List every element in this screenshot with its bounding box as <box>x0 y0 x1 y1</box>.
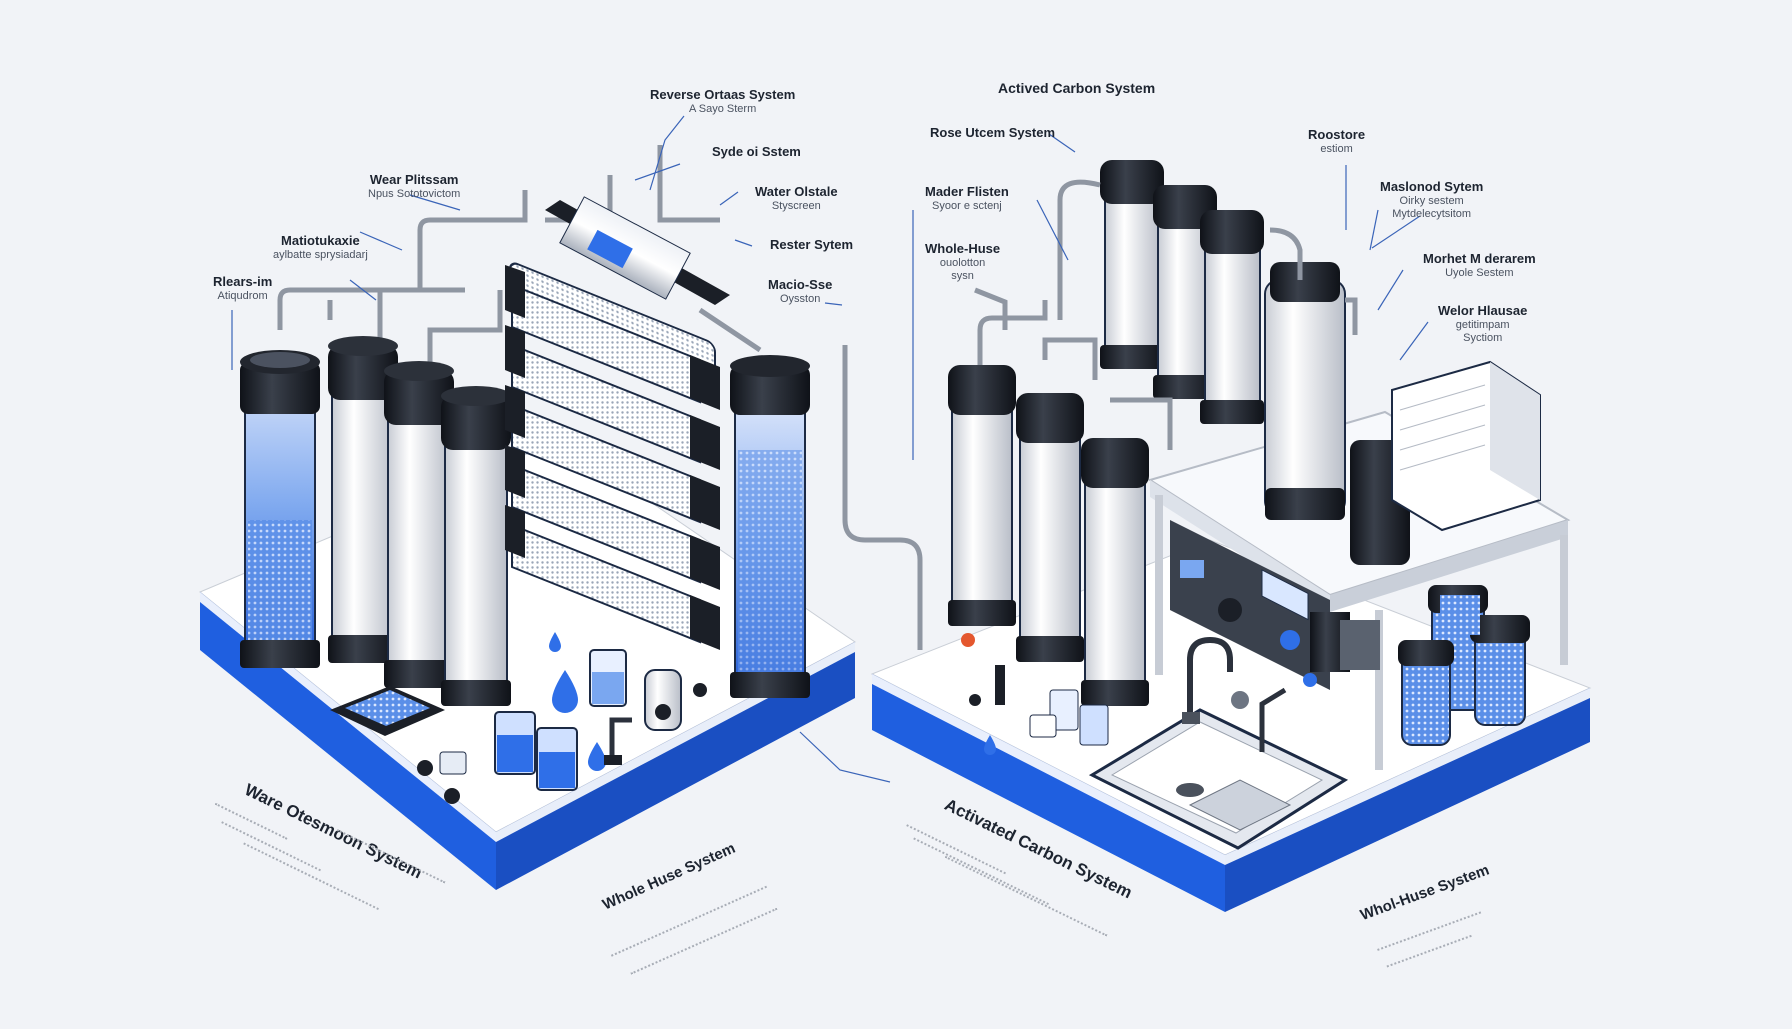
pipe-icon <box>961 633 1005 706</box>
storage-tank <box>1264 262 1346 520</box>
label-subtitle: ouolotton <box>939 256 986 269</box>
filter-cartridge-icon <box>1081 438 1149 706</box>
label-reverse-osmosis: Reverse Ortaas System A Sayo Sterm <box>650 87 796 116</box>
label-title: Mader Flisten <box>925 184 1009 199</box>
glass-icon <box>494 711 536 775</box>
ro-cartridge-1 <box>505 265 720 410</box>
label-title: Matiotukaxie <box>281 233 360 248</box>
filter-cartridge-icon <box>1398 640 1454 746</box>
ro-cartridge-4 <box>505 445 720 590</box>
filter-cartridge-icon <box>240 350 320 668</box>
label-title: Wear Plitssam <box>369 172 459 187</box>
valve-knob <box>417 760 433 776</box>
valve-knob <box>1231 691 1249 709</box>
label-title: Morhet M derarem <box>1423 251 1536 266</box>
label-subtitle-2: Syctiom <box>1463 331 1503 344</box>
label-title: Welor Hlausae <box>1438 303 1528 318</box>
label-subtitle-2: Mytdelecytsitom <box>1392 207 1472 220</box>
ro-cartridge-5 <box>505 505 720 650</box>
label-subtitle: A Sayo Sterm <box>689 102 757 115</box>
label-title: Roostore <box>1308 127 1366 142</box>
label-macio-sse: Macio-Sse Oysston <box>768 277 833 306</box>
label-maslonod: Maslonod Sytem Oirky sestem Mytdelecytsi… <box>1380 179 1484 220</box>
label-subtitle: Styscreen <box>771 199 821 212</box>
filter-cartridge-icon <box>328 336 398 663</box>
gauge-icon <box>1303 673 1317 687</box>
sediment-tray <box>330 686 445 736</box>
filter-cartridge-icon <box>441 386 511 706</box>
label-subtitle: Oirky sestem <box>1399 194 1464 207</box>
label-title: Rester Sytem <box>770 237 854 252</box>
label-rose-utcem: Rose Utcem System <box>930 125 1055 141</box>
filter-cartridge-icon <box>1100 160 1164 369</box>
glass-icon <box>1029 689 1109 746</box>
label-rlears-im: Rlears-im Atiqudrom <box>213 274 273 303</box>
faucet-icon <box>1259 687 1287 752</box>
filter-cartridge-icon <box>1016 393 1084 662</box>
label-subtitle: aylbatte sprysiadarj <box>273 248 368 261</box>
label-roostore: Roostore estiom <box>1308 127 1366 156</box>
connecting-pipe <box>842 345 923 650</box>
sink-icon <box>1088 708 1349 850</box>
label-subtitle: Atiqudrom <box>217 289 268 302</box>
label-water-filtssam: Wear Plitssam Npus Sototovictom <box>368 172 461 201</box>
label-title: Rose Utcem System <box>930 125 1055 140</box>
faucet-icon <box>1182 636 1233 724</box>
label-welor-hlausae: Welor Hlausae getitimpam Syctiom <box>1438 303 1528 344</box>
valve-knob <box>693 683 707 697</box>
pump-icon <box>644 669 682 731</box>
glass-icon <box>536 727 578 791</box>
label-title: Reverse Ortaas System <box>650 87 796 102</box>
filter-cartridge-icon <box>545 196 730 305</box>
control-panel-icon <box>1170 520 1330 690</box>
glass-icon <box>589 649 627 707</box>
label-subtitle-2: sysn <box>951 269 974 282</box>
pump-icon <box>1310 612 1380 672</box>
control-unit <box>1391 360 1541 532</box>
water-drop-icon <box>984 735 996 755</box>
label-title: Water Olstale <box>755 184 838 199</box>
label-water-olstale: Water Olstale Styscreen <box>755 184 838 213</box>
label-subtitle: Npus Sototovictom <box>368 187 461 200</box>
label-morhet-mderarem: Morhet M derarem Uyole Sestem <box>1423 251 1536 280</box>
label-subtitle: Syoor e sctenj <box>932 199 1002 212</box>
filter-cartridge-icon <box>1440 595 1480 635</box>
ro-cartridge-3 <box>505 385 720 530</box>
ro-cartridge-2 <box>505 325 720 470</box>
label-title: Syde oi Sstem <box>712 144 801 159</box>
label-matiotukaxie: Matiotukaxie aylbatte sprysiadarj <box>273 233 368 262</box>
label-subtitle: estiom <box>1320 142 1353 155</box>
label-actived-carbon: Actived Carbon System <box>998 80 1155 96</box>
label-title: Actived Carbon System <box>998 80 1156 96</box>
label-title: Macio-Sse <box>768 277 833 292</box>
filter-cartridge-icon <box>1200 210 1264 424</box>
filter-cartridge-icon <box>730 355 810 698</box>
label-subtitle: Oysston <box>779 292 821 305</box>
label-subtitle: getitimpam <box>1455 318 1510 331</box>
water-drop-icon <box>549 632 606 771</box>
filter-cartridge-icon <box>384 361 454 688</box>
faucet-icon <box>604 717 632 765</box>
label-title: Maslonod Sytem <box>1380 179 1484 194</box>
label-title: Rlears-im <box>213 274 273 289</box>
label-syde-system: Syde oi Sstem <box>712 144 801 160</box>
label-subtitle: Uyole Sestem <box>1445 266 1514 279</box>
valve-knob <box>444 788 460 804</box>
label-title: Whole-Huse <box>925 241 1001 256</box>
filter-cartridge-icon <box>1470 615 1530 726</box>
right-pipes <box>974 179 1358 450</box>
label-rester-system: Rester Sytem <box>770 237 854 253</box>
leader-lines <box>231 115 1429 783</box>
label-mader-flisten: Mader Flisten Syoor e sctenj <box>925 184 1009 213</box>
small-glass <box>439 751 467 775</box>
label-whole-huse: Whole-Huse ouolotton sysn <box>925 241 1001 282</box>
filter-cartridge-icon <box>948 365 1016 626</box>
